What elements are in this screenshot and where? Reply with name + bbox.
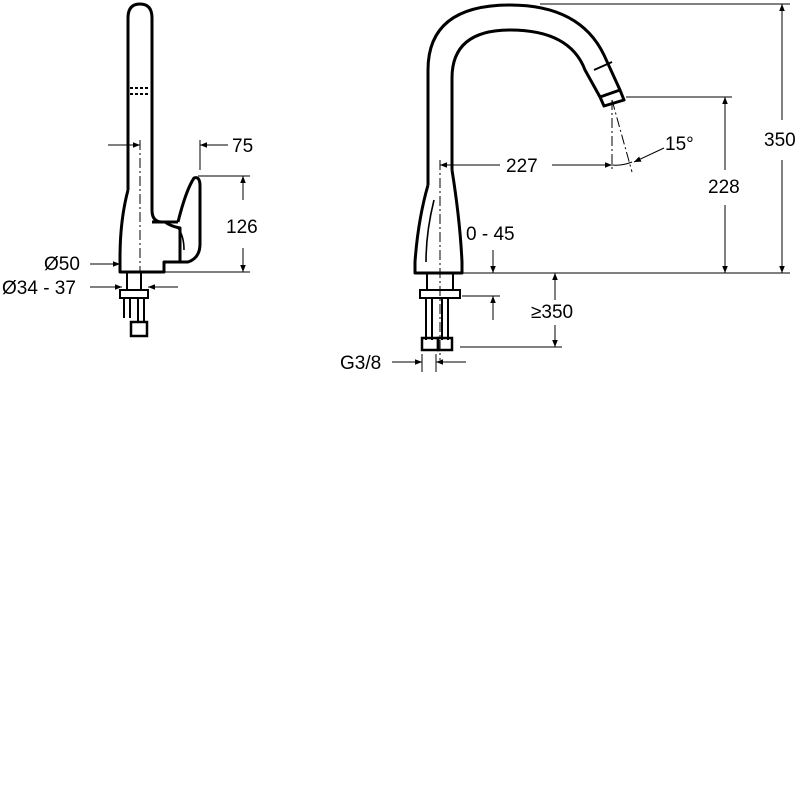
front-dimension-labels: 350 228 227 15° 0 - 45 ≥350 G3/8 <box>340 130 796 374</box>
front-spout-inner <box>450 28 602 170</box>
side-dimension-labels: 75 126 Ø50 Ø34 - 37 <box>2 136 258 299</box>
front-hose-left <box>425 298 433 340</box>
front-connector-left <box>420 336 440 352</box>
front-spout-outer <box>426 3 622 185</box>
side-hose-right <box>137 298 145 322</box>
side-connector <box>129 320 149 338</box>
spray-lines <box>611 99 633 173</box>
front-shank <box>426 273 454 290</box>
spray-angle-label: 15° <box>665 134 694 155</box>
side-view <box>118 2 202 274</box>
front-body-highlight <box>425 199 435 263</box>
side-spout-outline <box>126 2 178 224</box>
side-dimensions <box>90 140 250 290</box>
spout-reach-label: 227 <box>506 156 538 177</box>
connection-thread-label: G3/8 <box>340 353 381 374</box>
side-body-outline <box>118 189 182 274</box>
front-connector-right <box>436 336 454 352</box>
side-spout-tip <box>130 87 150 95</box>
base-diameter-label: Ø50 <box>44 254 80 275</box>
body-height-label: 126 <box>226 217 258 238</box>
front-body-outline <box>413 169 464 275</box>
front-dimensions <box>392 3 790 372</box>
side-shank <box>126 272 142 290</box>
front-spout-tip <box>598 88 626 108</box>
side-view-base <box>119 272 149 338</box>
hole-diameter-label: Ø34 - 37 <box>2 278 76 299</box>
deck-thickness-label: 0 - 45 <box>466 224 515 245</box>
hose-length-label: ≥350 <box>531 302 573 323</box>
front-hose-right <box>441 298 449 340</box>
front-spout-band <box>593 61 613 71</box>
lever-reach-label: 75 <box>232 136 253 157</box>
spout-height-label: 228 <box>708 177 740 198</box>
side-mounting-nut <box>119 289 149 299</box>
front-view <box>413 3 626 275</box>
side-lever-detail <box>177 227 185 251</box>
total-height-label: 350 <box>764 130 796 151</box>
side-lever <box>176 176 202 264</box>
side-hose-left <box>123 298 131 318</box>
